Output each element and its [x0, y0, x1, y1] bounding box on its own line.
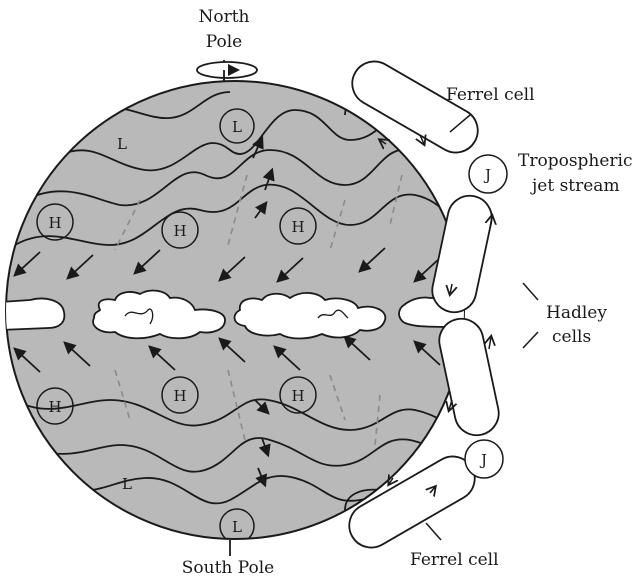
ferrel-cell-bottom-label: Ferrel cell — [410, 550, 499, 570]
low-pressure-label: L — [117, 135, 127, 153]
leader-line — [523, 283, 538, 300]
low-pressure-label: L — [232, 118, 242, 136]
high-pressure-label: H — [173, 222, 186, 240]
jet-stream-symbol: J — [483, 166, 491, 184]
north-pole-rotation-icon — [197, 60, 257, 82]
high-pressure-label: H — [291, 218, 304, 236]
cloud-left — [0, 299, 64, 331]
high-pressure-label: H — [291, 387, 304, 405]
high-pressure-label: H — [173, 387, 186, 405]
low-pressure-label: L — [232, 518, 242, 536]
jet-stream-symbol: J — [479, 451, 487, 469]
ferrel-cell-top-label: Ferrel cell — [446, 85, 535, 105]
jet-stream-label: Tropospheric — [518, 151, 633, 171]
leader-line — [426, 523, 441, 540]
north-pole-label: North — [198, 7, 249, 27]
south-pole-label: South Pole — [182, 558, 275, 578]
hadley-cells-label: Hadley — [546, 303, 607, 323]
hadley-cells-label: cells — [552, 327, 591, 347]
jet-stream-label: jet stream — [530, 176, 620, 196]
globe — [6, 81, 464, 539]
low-pressure-label: L — [122, 475, 132, 493]
high-pressure-label: H — [48, 214, 61, 232]
high-pressure-label: H — [48, 398, 61, 416]
cell-arrow — [489, 337, 491, 349]
north-pole-label: Pole — [206, 32, 242, 52]
leader-line — [523, 332, 538, 348]
